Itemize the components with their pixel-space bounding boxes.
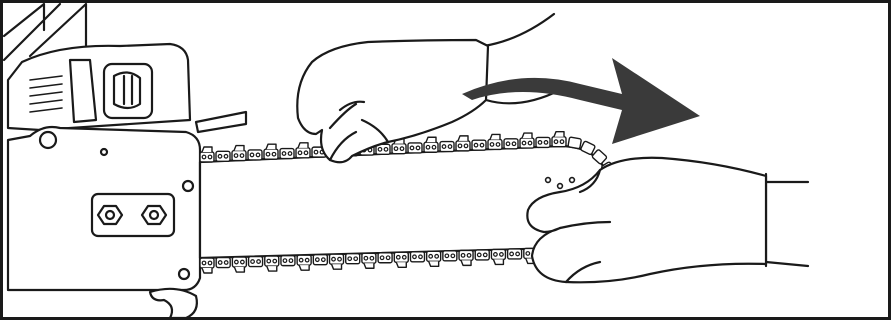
chain-link: [409, 251, 426, 263]
cover-knob-icon: [102, 62, 154, 120]
chain-link: [279, 147, 295, 160]
chain-link: [455, 135, 471, 152]
chain-link: [312, 253, 329, 266]
chain-link: [247, 255, 264, 268]
chain-link: [487, 133, 503, 151]
chain-link: [263, 143, 279, 160]
left-hand: [296, 12, 562, 164]
chain-link: [474, 249, 490, 261]
chain-link: [535, 136, 551, 149]
chain-link: [295, 142, 311, 159]
chain-link: [199, 257, 215, 274]
chain-link: [215, 256, 231, 269]
saw-chain-bottom-run: [199, 247, 539, 274]
chain-link: [280, 254, 296, 267]
chain-link: [423, 136, 439, 153]
chain-link: [296, 254, 312, 271]
chain-link: [328, 253, 345, 270]
curved-arrow-right-icon: [462, 58, 700, 144]
chain-link: [490, 248, 507, 266]
chain-link: [506, 248, 523, 260]
chainsaw-powerhead: [2, 2, 248, 134]
chain-link: [551, 130, 567, 148]
chain-link: [393, 251, 409, 268]
chain-link: [247, 149, 263, 161]
chain-link: [199, 146, 215, 163]
right-hand: [526, 156, 810, 284]
chain-link: [361, 252, 377, 269]
chain-link: [215, 150, 231, 163]
chain-link: [345, 253, 361, 265]
chain-link: [231, 256, 248, 273]
chain-link: [377, 252, 393, 264]
chain-link: [407, 142, 423, 154]
chain-link: [580, 140, 596, 156]
chain-link: [503, 138, 519, 150]
chain-link: [591, 149, 608, 165]
chain-link: [439, 140, 455, 153]
chain-link: [264, 255, 280, 272]
chain-link: [425, 250, 442, 268]
chain-link: [442, 250, 458, 262]
bar-nuts-icon: [90, 192, 176, 238]
clutch-cover: [6, 125, 202, 292]
chain-link: [458, 249, 474, 267]
saw-chain-top-run: [199, 130, 567, 163]
chain-link: [231, 144, 247, 162]
chain-link: [567, 136, 582, 150]
bucking-spike: [148, 287, 198, 320]
chain-link: [471, 139, 487, 151]
chain-link: [519, 132, 535, 149]
